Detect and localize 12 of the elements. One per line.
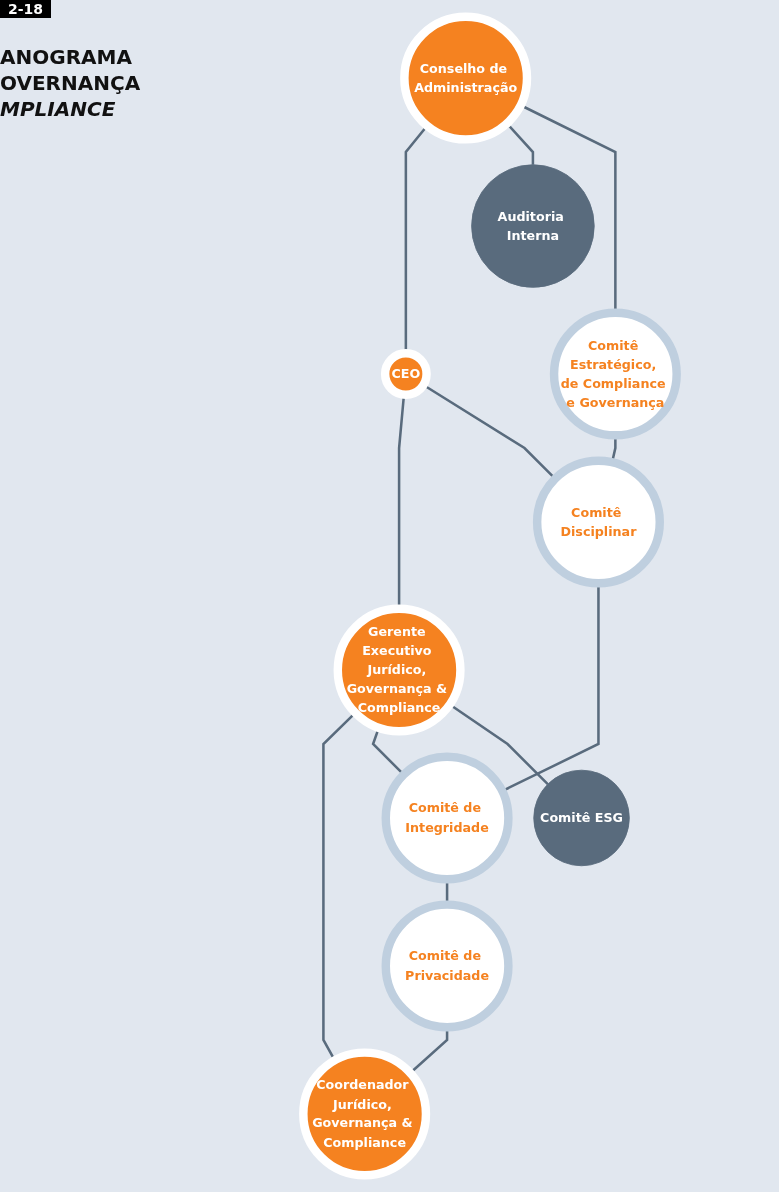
node-circle: Comitê de Integridade bbox=[381, 752, 513, 884]
diagram-title: ANOGRAMA OVERNANÇA MPLIANCE bbox=[0, 44, 142, 122]
node-circle: Gerente Executivo Jurídico, Governança & Compliance bbox=[333, 604, 465, 736]
node-circle: Auditoria Interna bbox=[471, 164, 595, 288]
node-circle: Comitê de Privacidade bbox=[381, 900, 513, 1032]
node-circle: Comitê Estratégico, de Compliance e Governança bbox=[549, 308, 681, 440]
page-tag: 2-18 bbox=[0, 0, 52, 18]
node-circle: Conselho de Administração bbox=[400, 12, 532, 144]
node-circle: Comitê Disciplinar bbox=[532, 456, 664, 588]
node-circle: CEO bbox=[380, 349, 431, 399]
node-circle: Coordenador Jurídico, Governança & Compliance bbox=[299, 1048, 431, 1180]
node-circle: Comitê ESG bbox=[533, 769, 630, 867]
